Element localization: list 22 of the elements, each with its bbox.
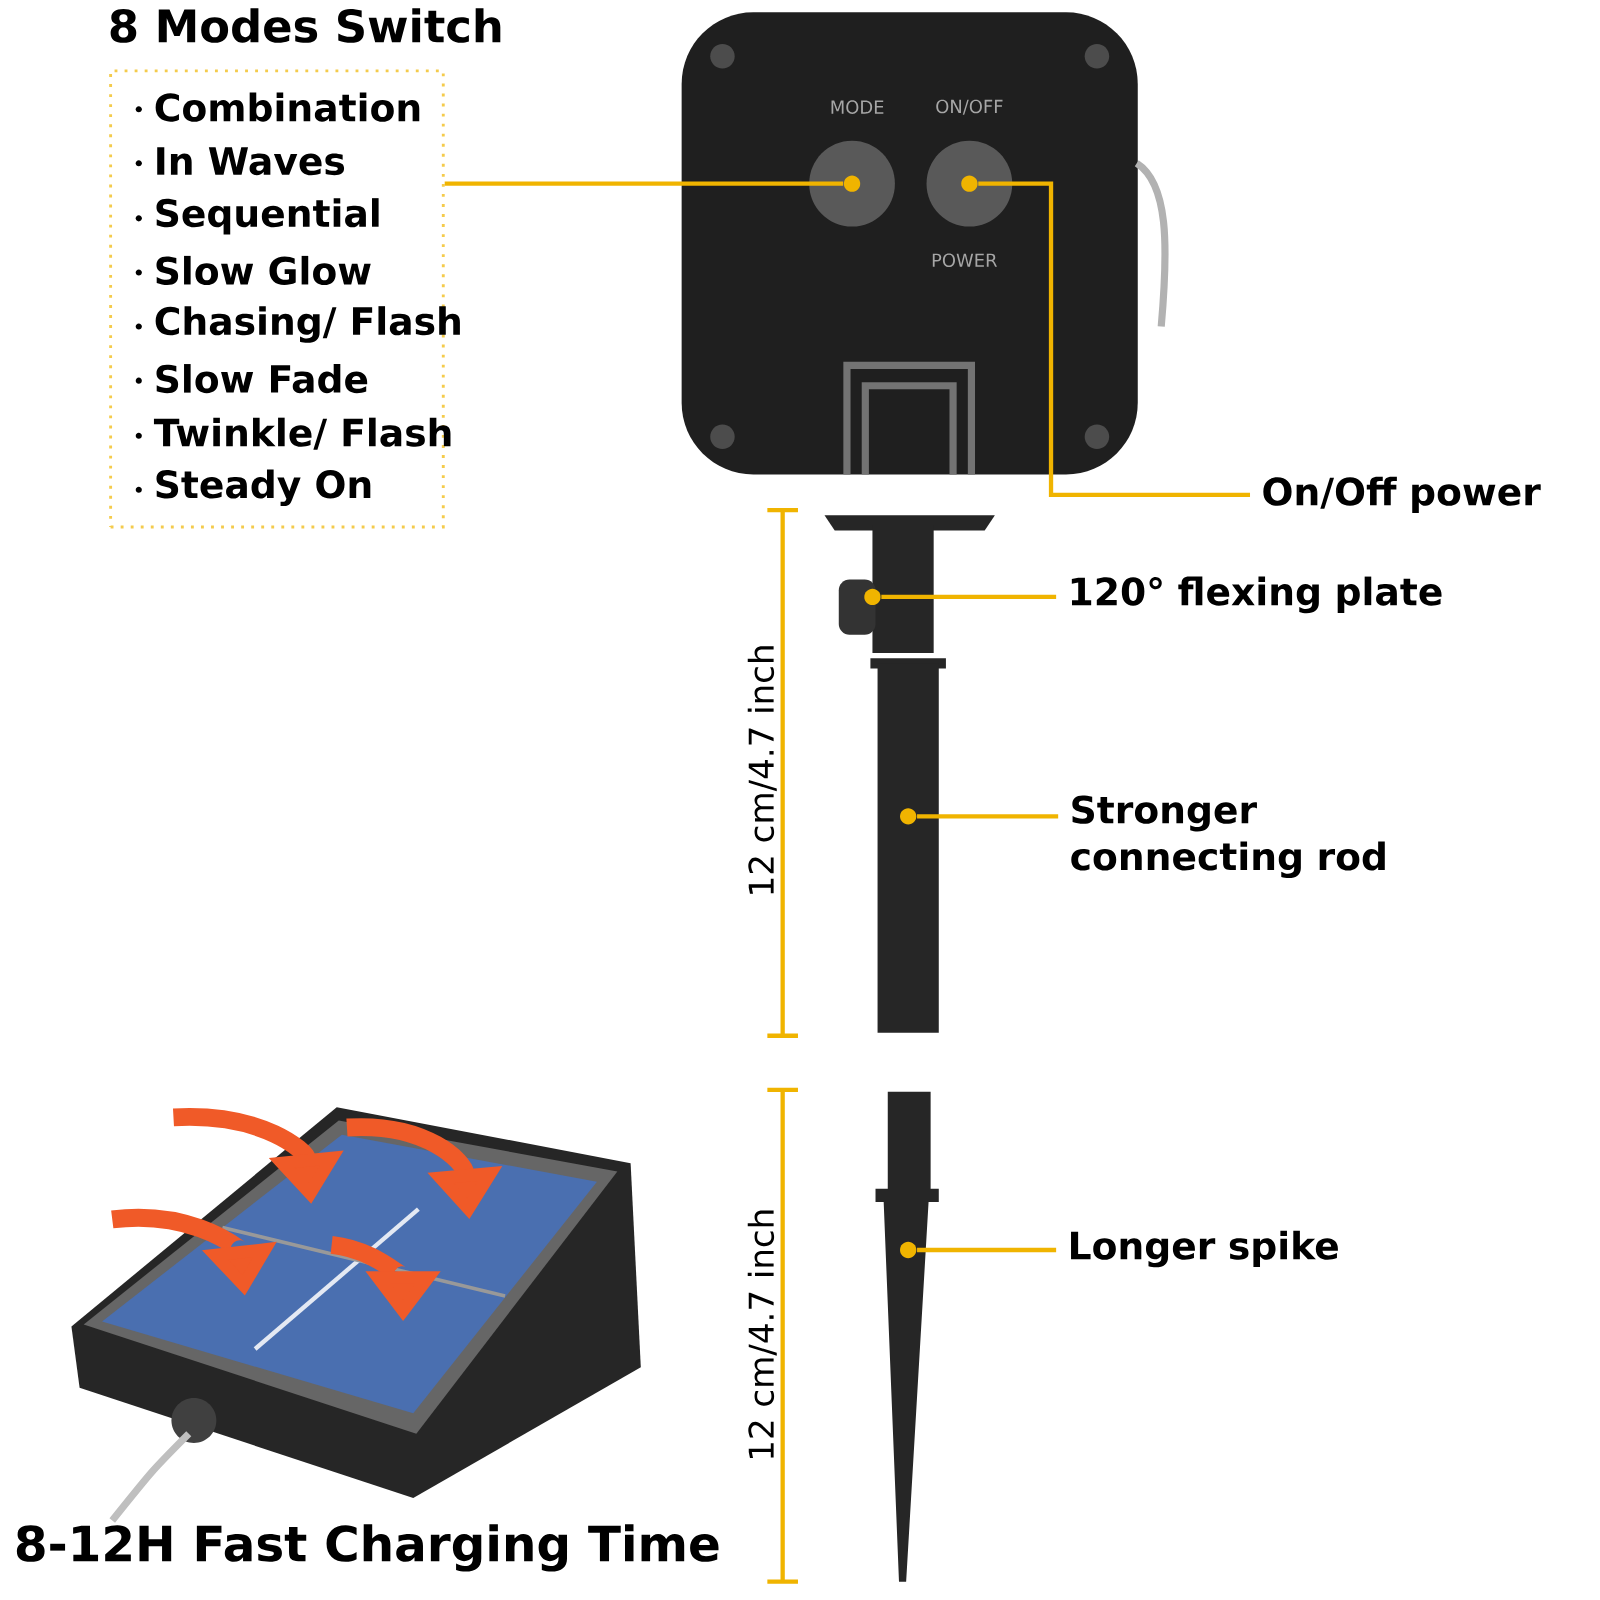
- leader-dot: [900, 808, 917, 825]
- leader-dot: [864, 588, 881, 606]
- leader-line: [881, 594, 1057, 600]
- button-label: ON/OFF: [936, 99, 1003, 115]
- callout-label: On/Off power: [1263, 476, 1541, 514]
- caption: 8-12H Fast Charging Time: [16, 1524, 719, 1572]
- callout-label: 120° flexing plate: [1071, 576, 1442, 614]
- dimension-label: 12 cm/4.7 inch: [747, 1210, 777, 1458]
- dimension-label: 12 cm/4.7 inch: [747, 646, 777, 894]
- button-label: MODE: [831, 100, 884, 114]
- callout-label: Longer spike: [1071, 1230, 1338, 1268]
- button-label: POWER: [932, 253, 997, 267]
- leader-line: [444, 181, 844, 186]
- callout-label: Stronger connecting rod: [1071, 795, 1385, 879]
- leader-dot: [900, 1241, 917, 1259]
- leader-line: [917, 814, 1059, 819]
- leader-dot: [843, 175, 861, 192]
- node-label: 8 Modes Switch: [110, 8, 501, 43]
- leader-line: [978, 181, 1250, 498]
- leader-dot: [961, 175, 978, 192]
- leader-line: [917, 1247, 1057, 1253]
- mode-list-box: 8 Modes Switch Combination In Waves Sequential Slow Glow Chasing/ Flash Slow Fade Twinkle/ Flash Steady On: [109, 8, 501, 529]
